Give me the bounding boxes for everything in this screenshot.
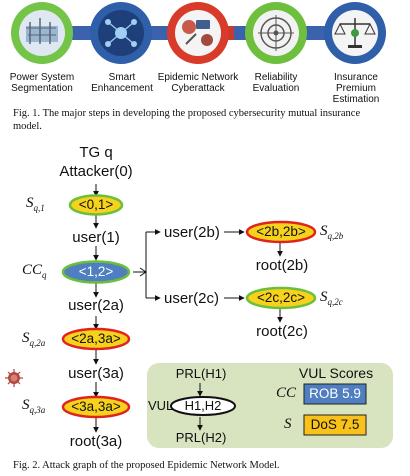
legend-dos-box bbox=[303, 414, 367, 436]
legend-oval-vul bbox=[170, 396, 236, 416]
oval-s-q1 bbox=[68, 194, 124, 216]
legend-scores-title: VUL Scores bbox=[298, 365, 374, 381]
oval-s-q2a bbox=[61, 327, 131, 351]
node-root-2c: root(2c) bbox=[256, 323, 308, 340]
state-label-cc-q: CCq bbox=[22, 262, 47, 280]
node-user-2a: user(2a) bbox=[68, 297, 124, 314]
node-user-2c: user(2c) bbox=[164, 290, 220, 307]
step-label-power-system: Power System Segmentation bbox=[9, 72, 75, 94]
attack-graph bbox=[5, 184, 393, 448]
oval-label-cc-q: <1,2> bbox=[78, 264, 114, 279]
process-banner bbox=[11, 2, 386, 64]
virus-icon bbox=[167, 2, 229, 64]
legend-vul: VUL bbox=[148, 398, 174, 413]
scales-icon bbox=[324, 2, 386, 64]
legend-rob-score: ROB 5.9 bbox=[309, 386, 361, 401]
oval-label-s-q3a: <3a,3a> bbox=[71, 399, 121, 414]
oval-label-s-q2a: <2a,3a> bbox=[71, 331, 121, 346]
oval-label-s-q2c: <2c,2c> bbox=[256, 290, 306, 305]
legend-cc-label: CC bbox=[276, 385, 297, 401]
step-label-smart-enhancement: Smart Enhancement bbox=[91, 72, 153, 94]
legend-prl-h2: PRL(H2) bbox=[175, 430, 227, 445]
node-user-3a: user(3a) bbox=[68, 365, 124, 382]
node-attacker: Attacker(0) bbox=[59, 163, 133, 180]
state-label-s-q2c: Sq,2c bbox=[320, 289, 343, 307]
figure-2-caption: Fig. 2. Attack graph of the proposed Epi… bbox=[13, 460, 280, 471]
oval-s-q3a bbox=[61, 395, 131, 419]
virus-icon bbox=[5, 369, 23, 387]
legend-prl-h1: PRL(H1) bbox=[175, 366, 227, 381]
state-label-s-q3a: Sq,3a bbox=[22, 397, 46, 415]
node-user-2b: user(2b) bbox=[164, 224, 220, 241]
oval-s-q2c bbox=[245, 286, 317, 310]
branch-junction-mark bbox=[139, 267, 147, 277]
step-label-reliability: Reliability Evaluation bbox=[252, 72, 300, 94]
state-label-s-q1: Sq,1 bbox=[26, 195, 45, 213]
step-label-epidemic-network: Epidemic Network Cyberattack bbox=[157, 72, 239, 94]
node-root-3a: root(3a) bbox=[69, 433, 123, 450]
step-label-insurance: Insurance Premium Estimation bbox=[332, 72, 380, 105]
legend-dos-score: DoS 7.5 bbox=[310, 417, 360, 432]
oval-s-q2b bbox=[245, 220, 317, 244]
legend-rob-box bbox=[303, 383, 367, 405]
figure-1: Power System Segmentation Smart Enhancem… bbox=[0, 0, 410, 140]
network-icon bbox=[90, 2, 152, 64]
state-label-s-q2a: Sq,2a bbox=[22, 330, 46, 348]
figure-1-caption: Fig. 1. The major steps in developing th… bbox=[13, 108, 361, 132]
oval-cc-q bbox=[61, 260, 131, 284]
legend-s-label: S bbox=[284, 416, 292, 432]
power-grid-icon bbox=[11, 2, 73, 64]
state-label-s-q2b: Sq,2b bbox=[320, 223, 344, 241]
figure-2: TG q Attacker(0) <0,1> <1,2> <2a,3a> <3a… bbox=[0, 140, 410, 476]
legend-vul-oval-label: H1,H2 bbox=[184, 398, 222, 413]
graph-title: TG q bbox=[79, 144, 113, 161]
target-icon bbox=[245, 2, 307, 64]
oval-label-s-q2b: <2b,2b> bbox=[256, 224, 306, 239]
node-root-2b: root(2b) bbox=[255, 257, 309, 274]
oval-label-s-q1: <0,1> bbox=[78, 197, 114, 212]
node-user-1: user(1) bbox=[72, 229, 120, 246]
